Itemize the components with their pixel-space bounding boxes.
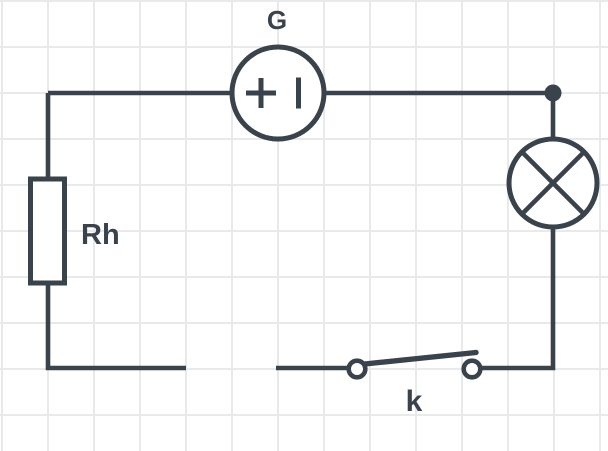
- switch-label: k: [406, 385, 423, 418]
- switch-blade: [361, 349, 479, 367]
- rheostat-body: [28, 176, 67, 286]
- plus-terminal-icon: [246, 78, 276, 108]
- switch-terminal-left: [346, 358, 368, 380]
- lamp-cross-icon: [520, 150, 586, 216]
- wire-right-and-bottom-right: [472, 93, 556, 371]
- generator-label: G: [267, 5, 287, 35]
- junction-dot: [544, 84, 562, 102]
- switch-terminal-right: [461, 358, 483, 380]
- generator-symbol: [229, 44, 327, 142]
- rheostat-label: Rh: [81, 219, 120, 251]
